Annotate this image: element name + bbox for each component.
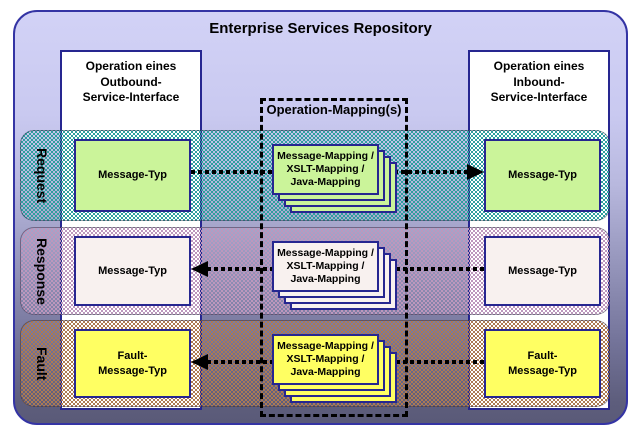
fault-arrow-left-icon [191, 354, 208, 370]
request-lane-label: Request [34, 147, 50, 204]
operation-mapping-box: Operation-Mapping(s) [260, 98, 408, 417]
fault-lane-label: Fault [34, 346, 50, 381]
operation-mapping-label: Operation-Mapping(s) [266, 102, 402, 117]
request-lane: Request Message-Typ Message-Mapping / XS… [20, 130, 610, 221]
fault-source-message-typ: Fault- Message-Typ [484, 329, 601, 398]
request-mapping-stack: Message-Mapping / XSLT-Mapping / Java-Ma… [272, 144, 397, 213]
outbound-operation-label: Operation eines Outbound- Service-Interf… [82, 59, 180, 105]
response-source-message-typ: Message-Typ [484, 236, 601, 306]
request-target-message-typ: Message-Typ [484, 139, 601, 212]
fault-target-message-typ: Fault- Message-Typ [74, 329, 191, 398]
response-lane-label: Response [34, 237, 50, 305]
request-mapping-card: Message-Mapping / XSLT-Mapping / Java-Ma… [272, 144, 379, 195]
response-target-message-typ: Message-Typ [74, 236, 191, 306]
diagram-title: Enterprise Services Repository [209, 20, 432, 37]
response-mapping-stack: Message-Mapping / XSLT-Mapping / Java-Ma… [272, 241, 397, 310]
response-arrow-left-icon [191, 261, 208, 277]
request-arrow-right-icon [467, 164, 484, 180]
fault-mapping-stack: Message-Mapping / XSLT-Mapping / Java-Ma… [272, 334, 397, 403]
response-lane: Response Message-Typ Message-Mapping / X… [20, 227, 610, 315]
request-source-message-typ: Message-Typ [74, 139, 191, 212]
fault-mapping-card: Message-Mapping / XSLT-Mapping / Java-Ma… [272, 334, 379, 385]
fault-lane: Fault Fault- Message-Typ Message-Mapping… [20, 320, 610, 407]
inbound-operation-label: Operation eines Inbound- Service-Interfa… [490, 59, 588, 105]
response-mapping-card: Message-Mapping / XSLT-Mapping / Java-Ma… [272, 241, 379, 292]
